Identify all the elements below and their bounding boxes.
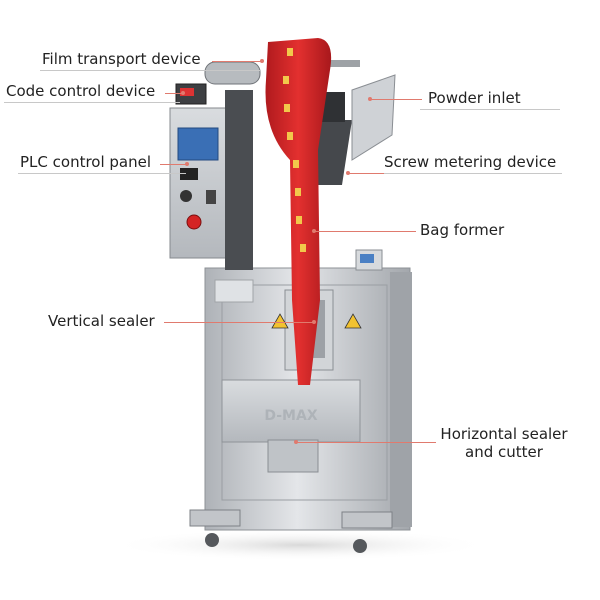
leader-screw-metering xyxy=(348,173,384,174)
code-control-display xyxy=(180,88,194,96)
display-screen-icon xyxy=(177,127,219,161)
label-bag-former: Bag former xyxy=(420,221,505,239)
leader-bag-former xyxy=(314,231,416,232)
label-screw-metering: Screw metering device xyxy=(384,153,557,171)
leader-dot-vertical-sealer xyxy=(312,320,316,324)
leader-dot-bag-former xyxy=(312,229,316,233)
leader-horizontal-sealer xyxy=(296,442,436,443)
leader-plc-panel xyxy=(160,164,187,165)
panel-knob xyxy=(180,190,192,202)
leader-dot-powder-inlet xyxy=(368,97,372,101)
caster-right xyxy=(341,511,393,553)
leader-code-control xyxy=(165,93,183,94)
label-vertical-sealer: Vertical sealer xyxy=(48,312,155,330)
leader-dot-code-control xyxy=(181,91,185,95)
underline-powder-inlet xyxy=(420,109,560,110)
upper-frame xyxy=(225,90,253,270)
cabinet-right-side xyxy=(390,272,412,527)
label-horizontal-sealer: Horizontal sealer and cutter xyxy=(434,425,574,461)
underline-screw-metering xyxy=(382,173,562,174)
leader-dot-plc-panel xyxy=(185,162,189,166)
label-film-transport: Film transport device xyxy=(42,50,201,68)
caster-left xyxy=(189,509,241,547)
floor-shadow xyxy=(110,529,490,561)
leader-film-transport xyxy=(212,61,262,62)
underline-film-transport xyxy=(40,70,260,71)
brand-mark: D-MAX xyxy=(264,408,317,424)
label-horizontal-sealer-line2: and cutter xyxy=(465,443,543,461)
panel-switch xyxy=(206,190,216,204)
label-horizontal-sealer-line1: Horizontal sealer xyxy=(440,425,568,443)
label-powder-inlet: Powder inlet xyxy=(428,89,521,107)
label-plc-panel: PLC control panel xyxy=(20,153,152,171)
leader-dot-screw-metering xyxy=(346,171,350,175)
panel-meter xyxy=(180,168,198,180)
leader-dot-horizontal-sealer xyxy=(294,440,298,444)
film-transport-axle xyxy=(320,60,360,67)
label-code-control: Code control device xyxy=(6,82,156,100)
leader-vertical-sealer xyxy=(164,322,314,323)
warning-icon xyxy=(271,313,362,329)
sealer-jaw xyxy=(267,439,319,473)
powder-inlet-hopper xyxy=(351,74,396,161)
nameplate xyxy=(214,279,254,303)
horizontal-sealer-block xyxy=(221,379,361,443)
packaging-film xyxy=(265,38,332,385)
film-print-marks xyxy=(283,48,306,252)
sensor-screen xyxy=(360,254,374,263)
underline-plc-panel xyxy=(18,173,186,174)
underline-code-control xyxy=(4,102,180,103)
film-transport-roller xyxy=(204,61,261,85)
leader-powder-inlet xyxy=(370,99,422,100)
emergency-stop-icon xyxy=(186,214,202,230)
leader-dot-film-transport xyxy=(260,59,264,63)
